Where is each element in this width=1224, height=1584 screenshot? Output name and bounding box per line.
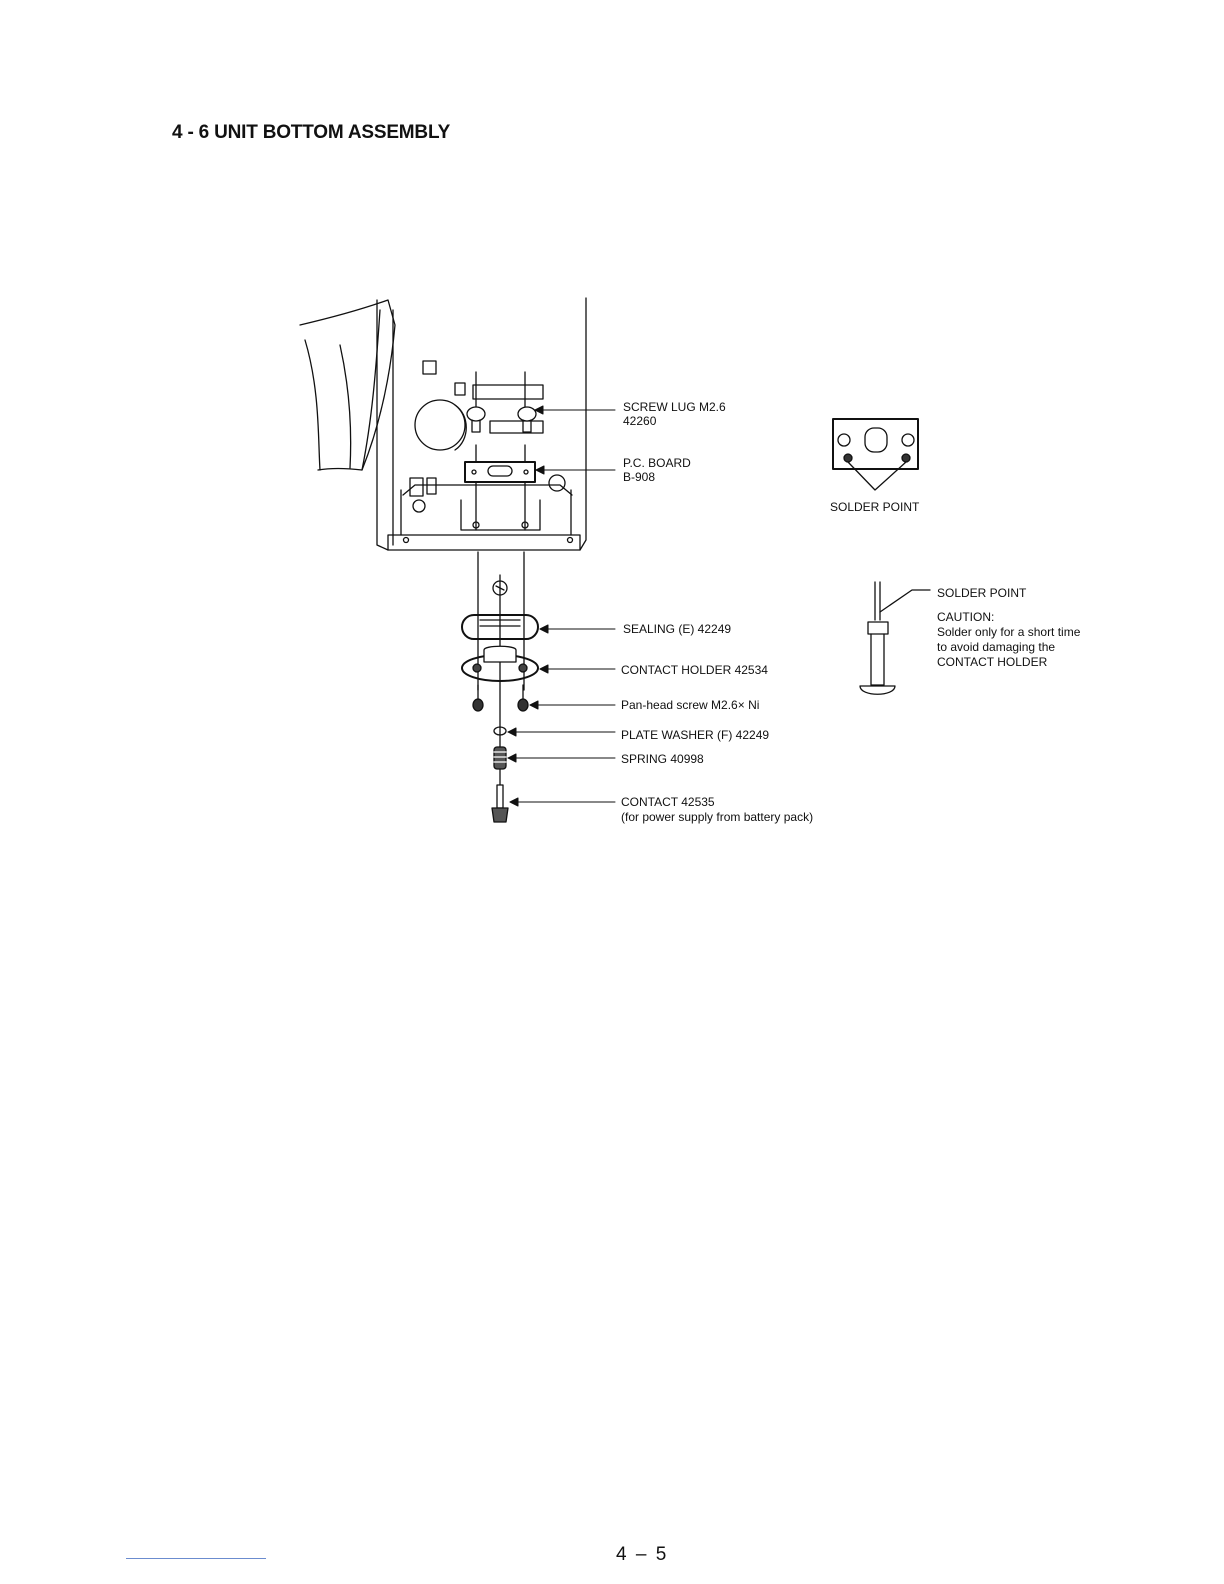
side-panel: [299, 299, 396, 471]
plate-washer-label: PLATE WASHER (F) 42249: [621, 728, 770, 742]
solder-point-contact-detail: [859, 581, 931, 695]
caution-title: CAUTION:: [937, 610, 995, 624]
caution-line-2: to avoid damaging the: [937, 640, 1056, 654]
contact-holder-label: CONTACT HOLDER 42534: [621, 663, 768, 677]
unit-housing: [376, 297, 587, 551]
solder-point-contact-label: SOLDER POINT: [937, 586, 1027, 600]
sealing-label: SEALING (E) 42249: [623, 622, 732, 636]
caution-line-1: Solder only for a short time: [937, 625, 1081, 639]
section-title: 4 - 6 UNIT BOTTOM ASSEMBLY: [172, 122, 451, 143]
contact-stack: [461, 551, 539, 823]
pc-board-part: [464, 461, 536, 483]
screw-lug-label-line1: SCREW LUG M2.6: [623, 400, 726, 414]
screw-lug-label-line2: 42260: [623, 414, 657, 428]
leader-lines: [507, 405, 616, 807]
contact-label-line1: CONTACT 42535: [621, 795, 715, 809]
pc-board-label-line2: B-908: [623, 470, 656, 484]
spring-label: SPRING 40998: [621, 752, 704, 766]
footer-rule: [126, 1558, 266, 1559]
solder-point-board-label: SOLDER POINT: [830, 500, 920, 514]
screw-lug-parts: [466, 406, 537, 433]
caution-line-3: CONTACT HOLDER: [937, 655, 1048, 669]
contact-label-line2: (for power supply from battery pack): [621, 810, 814, 824]
page-number: 4 – 5: [616, 1544, 669, 1565]
solder-point-board-detail: [832, 418, 919, 491]
pan-head-screw-label: Pan-head screw M2.6× Ni: [621, 698, 760, 712]
pc-board-label-line1: P.C. BOARD: [623, 456, 691, 470]
